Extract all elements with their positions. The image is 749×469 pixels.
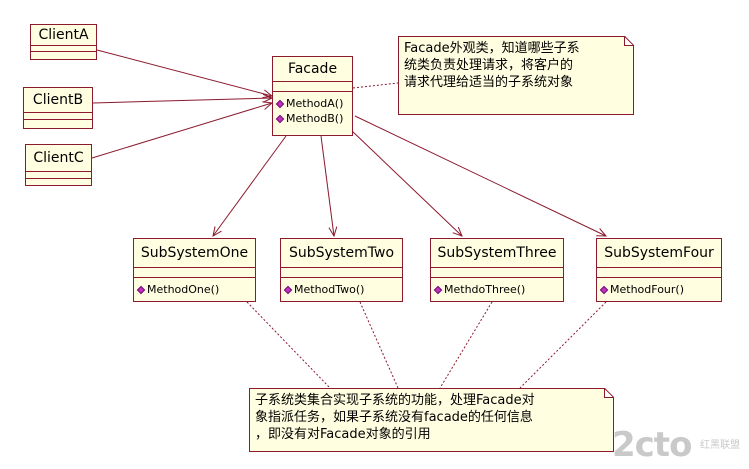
note-facade-line-3: 请求代理给适当的子系统对象 (404, 75, 574, 90)
watermark-site: 红黑联盟 (700, 440, 740, 451)
class-clienta-name: ClientA (31, 25, 96, 46)
class-subsystem-one[interactable]: SubSystemOne MethodOne() (133, 238, 256, 302)
class-clienta[interactable]: ClientA (30, 24, 97, 60)
anchor-three-note (439, 301, 493, 389)
note-fold-icon (624, 36, 634, 46)
assoc-clientb-facade (92, 98, 272, 104)
class-clientb[interactable]: ClientB (23, 87, 93, 129)
method-marker-icon (283, 285, 293, 294)
class-facade[interactable]: Facade MethodA() MethodB() (272, 56, 353, 136)
watermark-logo: 2cto (612, 425, 692, 465)
class-clientb-name: ClientB (24, 88, 92, 113)
class-facade-name: Facade (273, 57, 352, 82)
note-subsystems-line-2: 象指派任务，如果子系统没有facade的任何信息 (255, 410, 533, 425)
class-subsystem-four[interactable]: SubSystemFour MethodFour() (596, 238, 722, 302)
note-subsystems-line-3: ，即没有对Facade对象的引用 (255, 427, 431, 442)
anchor-four-note (519, 301, 607, 389)
note-facade-line-1: Facade外观类，知道哪些子系 (404, 41, 580, 56)
method-marker-icon (599, 285, 609, 294)
class-subsystem-four-name: SubSystemFour (597, 239, 721, 268)
class-subsystem-three-name: SubSystemThree (431, 239, 563, 268)
method-marker-icon (136, 285, 146, 294)
class-subsystem-three[interactable]: SubSystemThree MethdoThree() (430, 238, 564, 302)
class-clientc-name: ClientC (26, 145, 91, 172)
anchor-facade-note (352, 82, 399, 89)
subsystem-three-method[interactable]: MethdoThree() (433, 282, 563, 297)
facade-method-b[interactable]: MethodB() (275, 111, 352, 126)
anchor-one-note (246, 301, 331, 389)
subsystem-one-method[interactable]: MethodOne() (136, 282, 255, 297)
assoc-facade-two (320, 135, 334, 236)
note-fold-icon (604, 388, 614, 398)
class-subsystem-two[interactable]: SubSystemTwo MethodTwo() (280, 238, 403, 302)
note-facade-line-2: 统类负责处理请求，将客户的 (404, 58, 574, 73)
note-subsystems-line-1: 子系统类集合实现子系统的功能，处理Facade对 (255, 393, 535, 408)
assoc-facade-four (354, 115, 606, 236)
method-marker-icon (275, 99, 285, 108)
class-clientc[interactable]: ClientC (25, 144, 92, 186)
assoc-facade-one (213, 135, 287, 236)
note-subsystems[interactable]: 子系统类集合实现子系统的功能，处理Facade对 象指派任务，如果子系统没有fa… (249, 388, 614, 452)
anchor-two-note (359, 301, 399, 389)
class-subsystem-two-name: SubSystemTwo (281, 239, 402, 268)
facade-method-a[interactable]: MethodA() (275, 96, 352, 111)
class-subsystem-one-name: SubSystemOne (134, 239, 255, 268)
assoc-clientc-facade (91, 103, 272, 159)
method-marker-icon (433, 285, 443, 294)
note-facade[interactable]: Facade外观类，知道哪些子系 统类负责处理请求，将客户的 请求代理给适当的子… (398, 36, 634, 115)
assoc-clienta-facade (96, 49, 272, 96)
assoc-facade-three (350, 129, 462, 236)
method-marker-icon (275, 114, 285, 123)
subsystem-two-method[interactable]: MethodTwo() (283, 282, 402, 297)
subsystem-four-method[interactable]: MethodFour() (599, 282, 721, 297)
